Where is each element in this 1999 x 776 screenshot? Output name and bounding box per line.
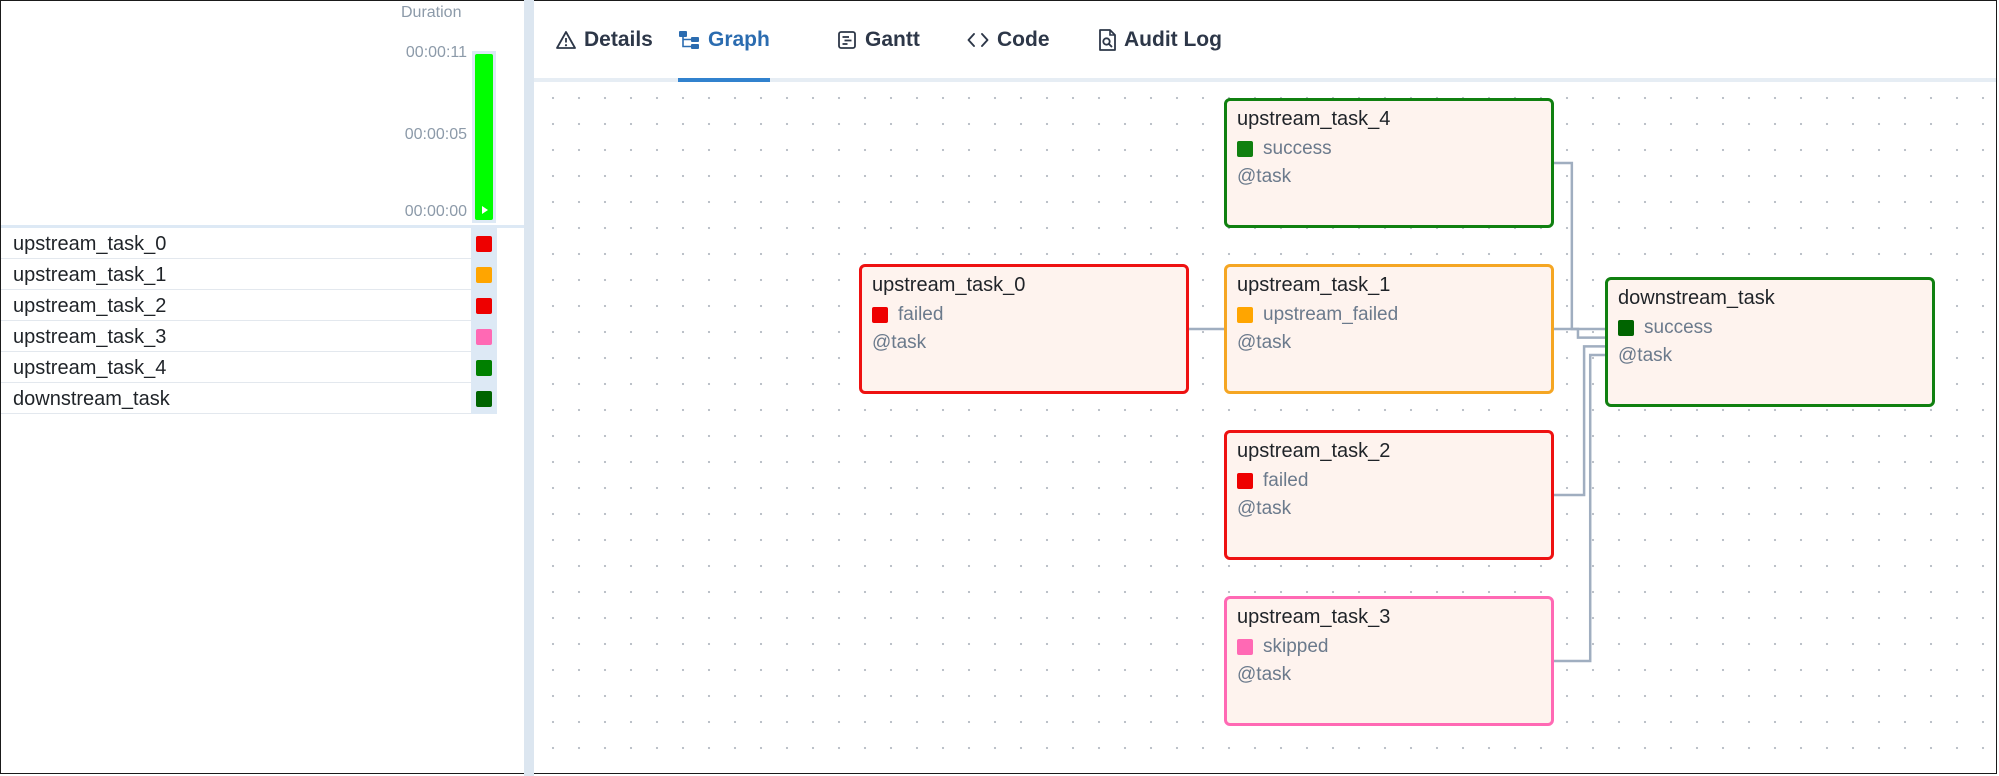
node-task-name: upstream_task_3 (1237, 606, 1391, 628)
node-state: success (1618, 317, 1713, 339)
code-icon (967, 32, 989, 47)
node-state: failed (1237, 470, 1308, 492)
graph-node-upstream-task-1[interactable]: upstream_task_1 upstream_failed @task (1224, 264, 1554, 394)
panel-resize-handle[interactable] (524, 0, 534, 776)
duration-tick-max: 00:00:11 (405, 44, 467, 61)
task-instance-cell[interactable] (471, 352, 497, 383)
node-state-label: failed (898, 304, 944, 325)
task-row[interactable]: upstream_task_2 (1, 290, 497, 321)
play-icon (482, 206, 488, 214)
graph-node-upstream-task-2[interactable]: upstream_task_2 failed @task (1224, 430, 1554, 560)
task-status-square (476, 267, 492, 283)
node-operator: @task (1237, 166, 1292, 187)
tab-gantt-label: Gantt (865, 27, 920, 51)
task-row[interactable]: downstream_task (1, 383, 497, 414)
node-state: skipped (1237, 636, 1329, 658)
task-row-label: upstream_task_4 (13, 357, 167, 379)
tab-graph-label: Graph (708, 27, 770, 51)
task-list: upstream_task_0 upstream_task_1 upstream… (1, 228, 497, 414)
node-state-label: failed (1263, 470, 1309, 491)
duration-tick-min: 00:00:00 (404, 203, 467, 220)
node-state-label: skipped (1263, 636, 1329, 657)
audit-log-icon (1099, 28, 1116, 51)
task-row[interactable]: upstream_task_4 (1, 352, 497, 383)
dag-run-duration-bar[interactable] (472, 51, 496, 223)
task-row-label: upstream_task_1 (13, 264, 167, 286)
gantt-icon (838, 30, 856, 49)
grid-separator (1, 225, 525, 228)
task-instance-cell[interactable] (471, 259, 497, 290)
graph-node-downstream-task[interactable]: downstream_task success @task (1605, 277, 1935, 407)
node-state: success (1237, 138, 1332, 160)
graph-edges (1189, 161, 1605, 663)
node-state-label: success (1263, 138, 1332, 159)
node-operator: @task (1237, 664, 1292, 685)
node-task-name: downstream_task (1618, 287, 1775, 309)
node-status-square (872, 307, 888, 323)
task-row-label: upstream_task_3 (13, 326, 167, 348)
node-operator: @task (1237, 332, 1292, 353)
graph-node-upstream-task-4[interactable]: upstream_task_4 success @task (1224, 98, 1554, 228)
graph-icon (679, 30, 699, 49)
task-status-square (476, 298, 492, 314)
graph-edge-upstream-task-1-to-downstream-task (1554, 327, 1605, 339)
task-row[interactable]: upstream_task_3 (1, 321, 497, 352)
node-task-name: upstream_task_0 (872, 274, 1026, 296)
node-state-label: success (1644, 317, 1713, 338)
node-state: upstream_failed (1237, 304, 1398, 326)
graph-edge-upstream-task-4-to-downstream-task (1554, 161, 1605, 331)
tab-details-label: Details (584, 27, 653, 51)
tab-details[interactable]: Details (556, 1, 653, 78)
node-task-name: upstream_task_1 (1237, 274, 1391, 296)
graph-edge-upstream-task-2-to-downstream-task (1554, 345, 1605, 497)
warning-triangle-icon (556, 30, 576, 49)
node-status-square (1237, 473, 1253, 489)
task-status-square (476, 391, 492, 407)
node-operator: @task (1237, 498, 1292, 519)
task-row[interactable]: upstream_task_1 (1, 259, 497, 290)
graph-canvas[interactable]: upstream_task_4 success @task upstream_t… (534, 82, 1996, 773)
tab-bar: Details Graph Gantt Code (534, 1, 1996, 82)
graph-node-upstream-task-0[interactable]: upstream_task_0 failed @task (859, 264, 1189, 394)
tab-gantt[interactable]: Gantt (837, 1, 920, 78)
task-instance-cell[interactable] (471, 228, 497, 259)
task-row-label: downstream_task (13, 388, 170, 410)
tab-code[interactable]: Code (967, 1, 1050, 78)
node-task-name: upstream_task_2 (1237, 440, 1391, 462)
node-status-square (1237, 639, 1253, 655)
details-panel: Details Graph Gantt Code (534, 1, 1996, 773)
task-instance-cell[interactable] (471, 321, 497, 352)
task-instance-cell[interactable] (471, 290, 497, 321)
node-state: failed (872, 304, 943, 326)
node-state-label: upstream_failed (1263, 304, 1399, 325)
tab-graph[interactable]: Graph (678, 1, 770, 82)
task-status-square (476, 360, 492, 376)
task-row[interactable]: upstream_task_0 (1, 228, 497, 259)
task-status-square (476, 329, 492, 345)
node-status-square (1618, 320, 1634, 336)
node-task-name: upstream_task_4 (1237, 108, 1391, 130)
graph-edge-upstream-task-3-to-downstream-task (1554, 353, 1605, 663)
tab-audit-log[interactable]: Audit Log (1098, 1, 1222, 78)
node-operator: @task (1618, 345, 1673, 366)
duration-label: Duration (401, 4, 462, 21)
task-row-label: upstream_task_2 (13, 295, 167, 317)
task-instance-cell[interactable] (471, 383, 497, 414)
task-row-label: upstream_task_0 (13, 233, 167, 255)
task-status-square (476, 236, 492, 252)
node-status-square (1237, 141, 1253, 157)
tab-code-label: Code (997, 27, 1050, 51)
graph-node-upstream-task-3[interactable]: upstream_task_3 skipped @task (1224, 596, 1554, 726)
grid-panel: Duration 00:00:11 00:00:05 00:00:00 upst… (1, 1, 525, 773)
tab-audit-log-label: Audit Log (1124, 27, 1222, 51)
dag-run-bar-fill (475, 54, 493, 220)
duration-tick-mid: 00:00:05 (404, 126, 467, 143)
node-status-square (1237, 307, 1253, 323)
node-operator: @task (872, 332, 927, 353)
